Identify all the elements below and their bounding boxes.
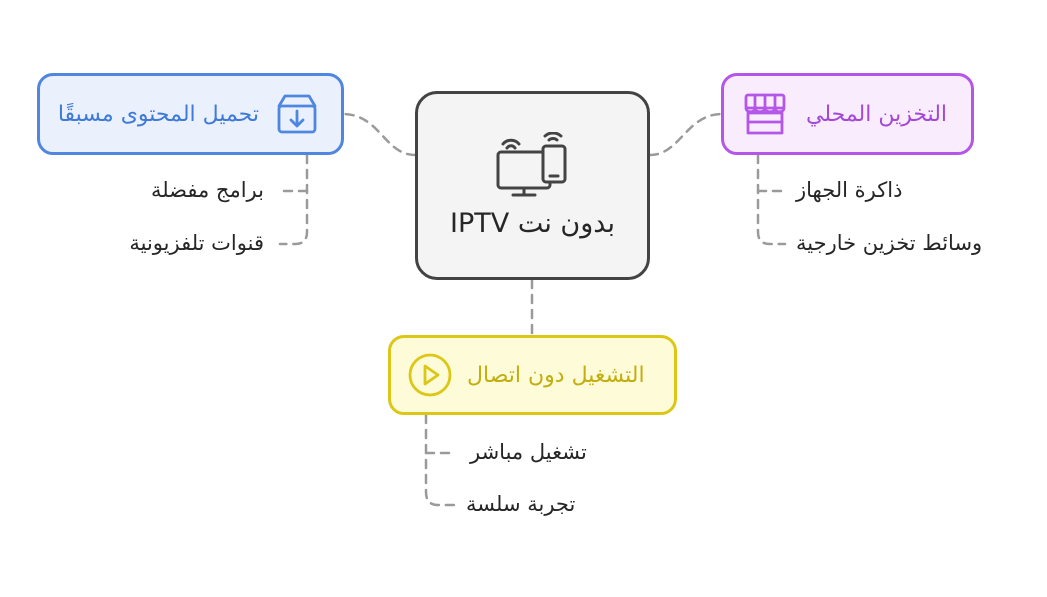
offline-playback-node[interactable]: التشغيل دون اتصال: [388, 335, 677, 415]
preload-item-favorite-programs: برامج مفضلة: [150, 178, 264, 202]
preload-item-tv-channels: قنوات تلفزيونية: [129, 231, 264, 255]
local-storage-label: التخزين المحلي: [806, 101, 948, 127]
offline-item-smooth-experience: تجربة سلسة: [466, 492, 576, 516]
play-circle-icon: [407, 352, 453, 398]
connector-local-items: [756, 153, 787, 246]
local-item-device-memory: ذاكرة الجهاز: [796, 178, 903, 202]
download-box-icon: [275, 92, 319, 136]
connector-offline-items: [424, 413, 457, 507]
connector-center-preload: [342, 112, 417, 157]
center-node[interactable]: بدون نت IPTV: [415, 91, 650, 280]
connector-center-local-storage: [648, 112, 723, 157]
offline-item-direct-playback: تشغيل مباشر: [470, 440, 587, 464]
preload-node[interactable]: تحميل المحتوى مسبقًا: [37, 73, 344, 155]
center-title: بدون نت IPTV: [450, 208, 615, 239]
local-storage-node[interactable]: التخزين المحلي: [721, 73, 974, 155]
devices-wifi-icon: [495, 132, 571, 198]
connector-preload-items: [278, 153, 309, 246]
offline-playback-label: التشغيل دون اتصال: [467, 362, 645, 388]
preload-label: تحميل المحتوى مسبقًا: [57, 101, 259, 127]
local-item-external-storage: وسائط تخزين خارجية: [796, 231, 983, 255]
storefront-icon: [742, 92, 788, 136]
